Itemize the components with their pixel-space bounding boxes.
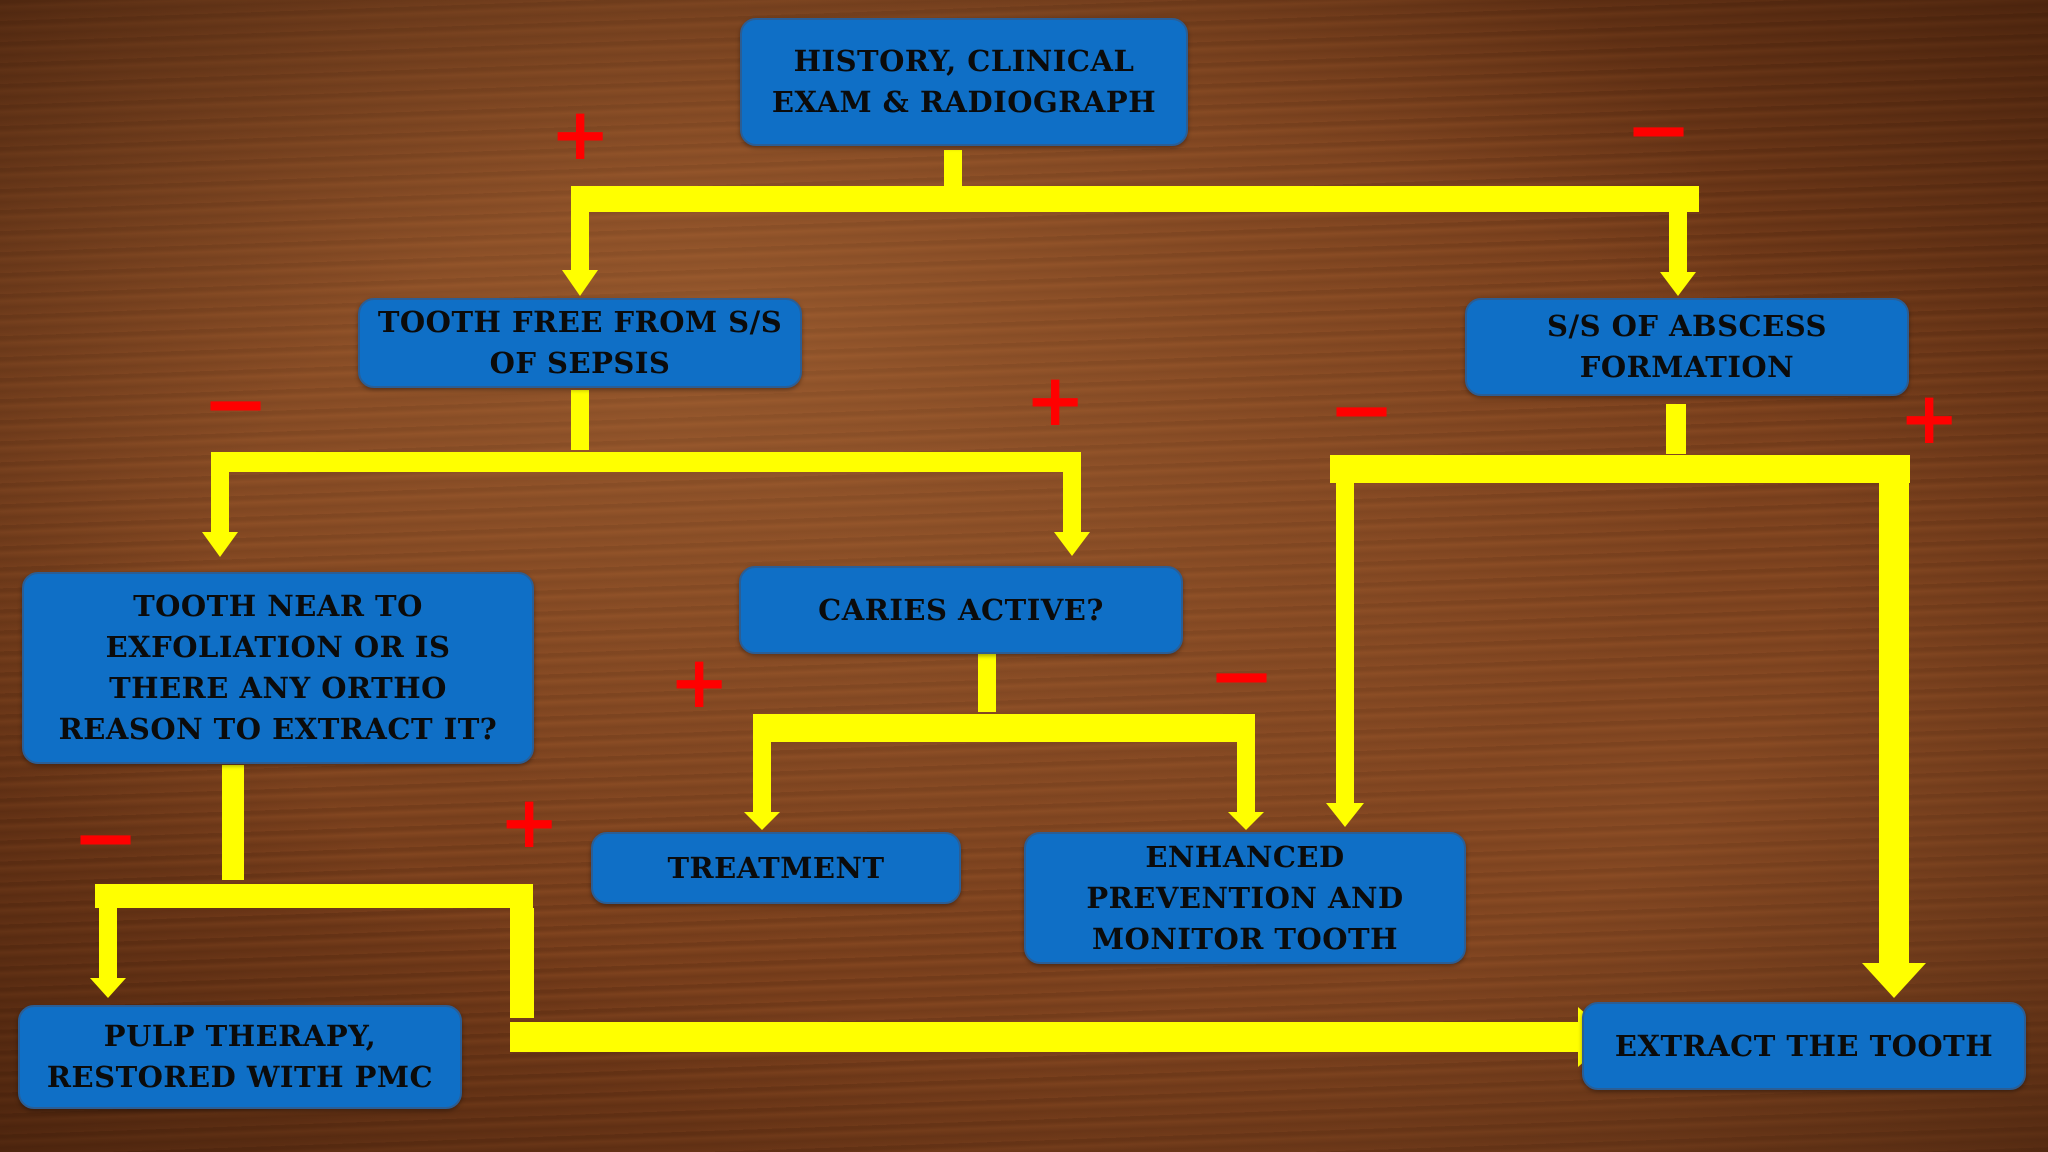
node-history-line-1: HISTORY, CLINICAL [793, 44, 1135, 78]
sign-exfoliation-minus: − [72, 791, 140, 884]
node-prevention-line-1: ENHANCED [1145, 839, 1345, 874]
connector-exfoliation-stem [222, 765, 244, 880]
node-extract: EXTRACT THE TOOTH [1582, 1002, 2026, 1090]
sign-history-plus: + [550, 92, 611, 176]
connector-caries-right-drop [1237, 742, 1255, 812]
arrow-abscess-to-extract [1862, 963, 1926, 998]
connector-exfoliation-bar [95, 884, 533, 908]
arrow-to-pulp [90, 978, 126, 998]
arrow-to-abscess [1660, 272, 1696, 296]
connector-sepsis-right-drop [1063, 472, 1081, 532]
connector-abscess-left-drop [1336, 483, 1354, 803]
connector-caries-stem [978, 652, 996, 712]
connector-caries-left-drop [753, 742, 771, 812]
connector-to-extract-bar [510, 1022, 1578, 1052]
node-treatment-line-1: TREATMENT [667, 850, 885, 885]
connector-abscess-bar [1330, 455, 1910, 483]
connector-history-stem [944, 150, 962, 186]
node-exfoliation-line-4: REASON TO EXTRACT IT? [58, 712, 498, 746]
node-prevention-line-3: MONITOR TOOTH [1091, 921, 1399, 956]
sign-history-minus: − [1625, 83, 1693, 176]
node-sepsis-free: TOOTH FREE FROM S/S OF SEPSIS [358, 298, 802, 388]
node-exfoliation-line-2: EXFOLIATION OR IS [105, 630, 451, 664]
arrow-caries-to-prevention [1228, 812, 1264, 830]
node-exfoliation-line-1: TOOTH NEAR TO [133, 589, 423, 623]
node-exfoliation: TOOTH NEAR TO EXFOLIATION OR IS THERE ANY … [22, 572, 534, 764]
node-sepsis-free-line-1: TOOTH FREE FROM S/S [377, 305, 783, 339]
sign-abscess-minus: − [1328, 363, 1396, 456]
arrow-to-treatment [744, 812, 780, 830]
node-pulp-line-1: PULP THERAPY, [103, 1019, 377, 1053]
arrow-abscess-to-prevention [1326, 803, 1364, 827]
connector-history-bar [571, 186, 1699, 212]
arrow-to-caries [1054, 532, 1090, 556]
node-caries-line-1: CARIES ACTIVE? [818, 592, 1104, 627]
sign-abscess-plus: + [1899, 376, 1960, 460]
node-abscess-line-2: FORMATION [1579, 350, 1795, 384]
sign-exfoliation-plus: + [499, 780, 560, 864]
arrow-to-sepsis-free [562, 270, 598, 296]
connector-sepsis-left-drop [211, 472, 229, 532]
node-history-line-2: EXAM & RADIOGRAPH [771, 85, 1157, 119]
arrow-to-exfoliation [202, 532, 238, 557]
node-sepsis-free-line-2: OF SEPSIS [489, 346, 671, 380]
node-extract-line-1: EXTRACT THE TOOTH [1614, 1028, 1994, 1063]
node-history: HISTORY, CLINICAL EXAM & RADIOGRAPH [740, 18, 1188, 146]
sign-sepsis-minus: − [202, 357, 270, 450]
node-pulp-line-2: RESTORED WITH PMC [46, 1060, 434, 1094]
sign-sepsis-plus: + [1025, 358, 1086, 442]
node-pulp: PULP THERAPY, RESTORED WITH PMC [18, 1005, 462, 1109]
node-caries: CARIES ACTIVE? [739, 566, 1183, 654]
sign-caries-minus: − [1208, 629, 1276, 722]
node-prevention: ENHANCED PREVENTION AND MONITOR TOOTH [1024, 832, 1466, 964]
connector-caries-bar [753, 714, 1255, 742]
connector-exfoliation-right-drop [510, 908, 534, 1018]
node-exfoliation-line-3: THERE ANY ORTHO [109, 671, 447, 705]
connector-history-left-drop [571, 212, 589, 270]
node-prevention-line-2: PREVENTION AND [1086, 880, 1404, 915]
connector-exfoliation-left-drop [99, 908, 117, 978]
connector-sepsis-bar [211, 452, 1081, 472]
connector-history-right-drop [1669, 212, 1687, 272]
node-abscess: S/S OF ABSCESS FORMATION [1465, 298, 1909, 396]
connector-abscess-right-drop [1879, 483, 1909, 963]
node-abscess-line-1: S/S OF ABSCESS [1547, 309, 1827, 343]
connector-sepsis-stem [571, 390, 589, 450]
sign-caries-plus: + [669, 640, 730, 724]
node-treatment: TREATMENT [591, 832, 961, 904]
connector-abscess-stem [1666, 404, 1686, 454]
